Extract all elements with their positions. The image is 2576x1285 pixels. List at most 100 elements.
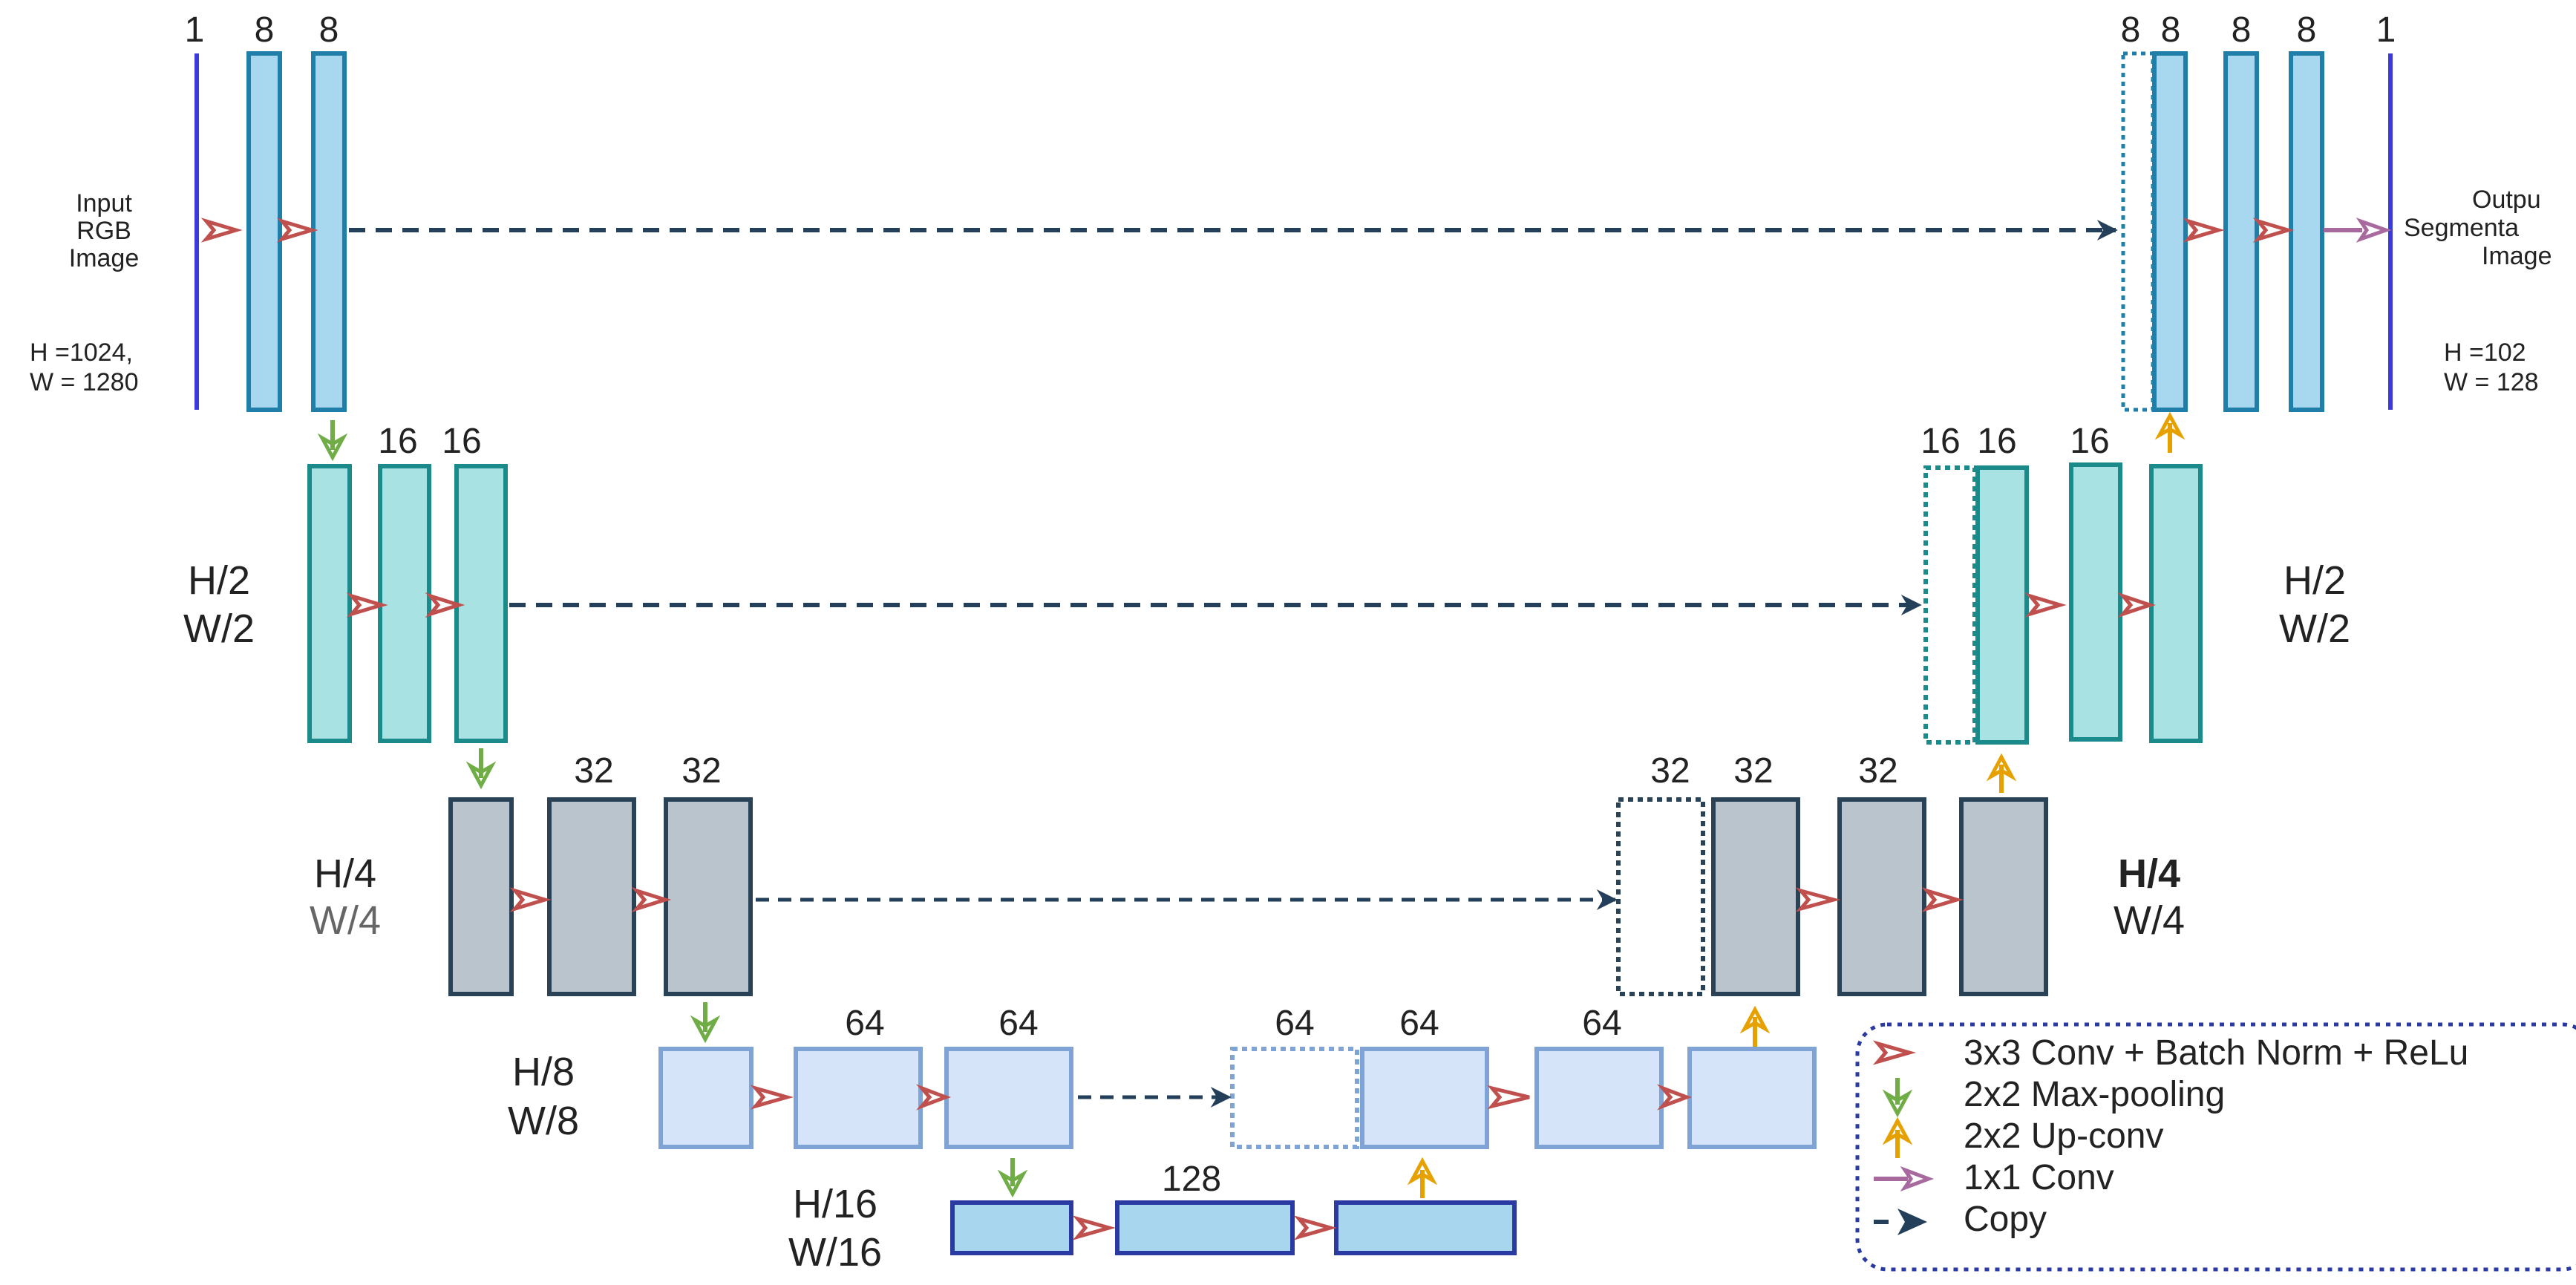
- l4-pooled-block: [950, 1200, 1073, 1255]
- conv-arrow-icon: [2024, 592, 2067, 618]
- conv-arrow-icon: [425, 592, 465, 618]
- l0-in-channel: 1: [185, 10, 205, 50]
- l1-dec-copy-channel: 16: [1920, 422, 1960, 461]
- conv-arrow-icon: [1921, 887, 1964, 912]
- l0-enc-a-channel: 8: [255, 10, 275, 50]
- l0-dec-up-channel: 8: [2161, 10, 2181, 50]
- l0-dec-block-b: [2289, 51, 2324, 412]
- l4-left-size-h: H/16: [793, 1182, 877, 1226]
- l2-enc-a-channel: 32: [574, 751, 613, 791]
- legend: 3x3 Conv + Batch Norm + ReLu 2x2 Max-poo…: [1855, 1022, 2576, 1272]
- l2-dec-block-a: [1837, 797, 1926, 996]
- l2-left-size-w: W/4: [310, 898, 381, 943]
- legend-label-upconv: 2x2 Up-conv: [1964, 1116, 2163, 1156]
- upconv-arrow-icon: [1739, 1005, 1771, 1047]
- l1-dec-a-channel: 16: [2070, 422, 2109, 461]
- level-1: 16 16 16 16 16 H/2 W/2 H/2 W/2: [183, 422, 2350, 793]
- upconv-arrow-icon: [1986, 753, 2017, 793]
- conv-arrow-icon: [2183, 218, 2225, 243]
- dark-dashed-arrow-icon: [1874, 1209, 1927, 1235]
- l0-dec-b-channel: 8: [2297, 10, 2317, 50]
- conv-arrow-icon: [509, 887, 552, 912]
- conv-arrow-icon: [1795, 887, 1841, 912]
- l3-enc-block-b: [944, 1047, 1073, 1149]
- l3-pooled-block: [658, 1047, 753, 1149]
- l0-dec-up-block: [2152, 51, 2188, 412]
- input-label-line1: Input: [76, 189, 132, 218]
- input-size-h: H =1024,: [30, 339, 133, 367]
- l1-right-size-w: W/2: [2279, 606, 2350, 651]
- l1-dec-copy-block: [1923, 465, 1977, 745]
- purple-arrow-icon: [1874, 1165, 1935, 1192]
- l3-dec-a-channel: 64: [1582, 1004, 1621, 1043]
- level-0: 1 8 8 8 8 8 8 1 Input RGB Image H =1024,…: [30, 10, 2552, 462]
- conv-arrow-icon: [2252, 218, 2295, 243]
- conv-arrow-icon: [1657, 1084, 1693, 1111]
- conv-arrow-icon: [200, 218, 243, 243]
- orange-up-arrow-icon: [1882, 1116, 1913, 1158]
- output-label-line2: Segmenta: [2404, 214, 2519, 242]
- level-2: 32 32 32 32 32 H/4 W/4 H/4 W/4: [310, 751, 2185, 1047]
- legend-box: [1855, 1022, 2576, 1272]
- l0-enc-block-b: [311, 51, 347, 412]
- l3-dec-copy-block: [1230, 1047, 1359, 1149]
- l2-enc-block-b: [664, 797, 753, 996]
- l2-dec-up-channel: 32: [1733, 751, 1773, 791]
- l3-enc-b-channel: 64: [998, 1004, 1038, 1043]
- output-size-h: H =102: [2444, 339, 2526, 367]
- l2-dec-up-block: [1711, 797, 1800, 996]
- conv-arrow-icon: [750, 1085, 794, 1110]
- conv-arrow-icon: [1072, 1215, 1117, 1240]
- l3-dec-copy-channel: 64: [1275, 1004, 1314, 1043]
- maxpool-arrow-icon: [317, 420, 348, 462]
- l1-dec-block-b: [2149, 464, 2203, 743]
- l0-enc-block-a: [246, 51, 282, 412]
- l4-out-block: [1334, 1200, 1517, 1255]
- conv-arrow-icon: [346, 592, 388, 618]
- level-3: 64 64 64 64 64 H/8 W/8: [508, 1004, 1817, 1198]
- l2-dec-a-channel: 32: [1858, 751, 1897, 791]
- l3-dec-up-channel: 64: [1399, 1004, 1439, 1043]
- legend-label-conv: 3x3 Conv + Batch Norm + ReLu: [1964, 1033, 2468, 1073]
- l4-mid-channel: 128: [1162, 1160, 1221, 1199]
- output-label-line3: Image: [2482, 242, 2552, 270]
- l3-left-size-h: H/8: [512, 1050, 575, 1094]
- l3-left-size-w: W/8: [508, 1099, 579, 1143]
- l0-dec-copy-block: [2121, 51, 2155, 412]
- input-size-w: W = 1280: [30, 368, 138, 396]
- conv-arrow-icon: [916, 1084, 952, 1111]
- green-down-arrow-icon: [1882, 1078, 1913, 1118]
- l1-enc-b-channel: 16: [442, 422, 481, 461]
- maxpool-arrow-icon: [690, 1002, 721, 1044]
- red-triangle-arrow-icon: [1872, 1040, 1917, 1065]
- l1-enc-a-channel: 16: [378, 422, 417, 461]
- l4-mid-block: [1115, 1200, 1295, 1255]
- l0-dec-copy-channel: 8: [2121, 10, 2141, 50]
- legend-label-copy: Copy: [1964, 1200, 2047, 1239]
- l1-left-size-w: W/2: [183, 606, 255, 651]
- l3-dec-up-block: [1360, 1047, 1489, 1149]
- conv-arrow-icon: [1293, 1215, 1338, 1240]
- l1-right-size-h: H/2: [2284, 558, 2346, 603]
- l1-left-size-h: H/2: [188, 558, 250, 603]
- l0-out-channel: 1: [2376, 10, 2396, 50]
- level-4: 128 H/16 W/16: [788, 1160, 1517, 1275]
- upconv-arrow-icon: [1407, 1157, 1438, 1198]
- l0-dec-block-a: [2223, 51, 2259, 412]
- output-size-w: W = 128: [2444, 368, 2539, 396]
- l4-left-size-w: W/16: [788, 1230, 882, 1275]
- l2-left-size-h: H/4: [314, 851, 376, 896]
- l2-dec-copy-block: [1616, 797, 1705, 996]
- l2-right-size-w: W/4: [2114, 898, 2185, 943]
- upconv-arrow-icon: [2154, 411, 2186, 453]
- l2-dec-copy-channel: 32: [1650, 751, 1690, 791]
- l1-pooled-block: [307, 464, 352, 743]
- l3-enc-a-channel: 64: [845, 1004, 884, 1043]
- legend-label-maxpool: 2x2 Max-pooling: [1964, 1075, 2225, 1114]
- l2-dec-block-b: [1959, 797, 2048, 996]
- l2-enc-block-a: [547, 797, 636, 996]
- input-label-line2: RGB: [76, 217, 131, 245]
- l2-pooled-block: [448, 797, 514, 996]
- maxpool-arrow-icon: [997, 1158, 1028, 1198]
